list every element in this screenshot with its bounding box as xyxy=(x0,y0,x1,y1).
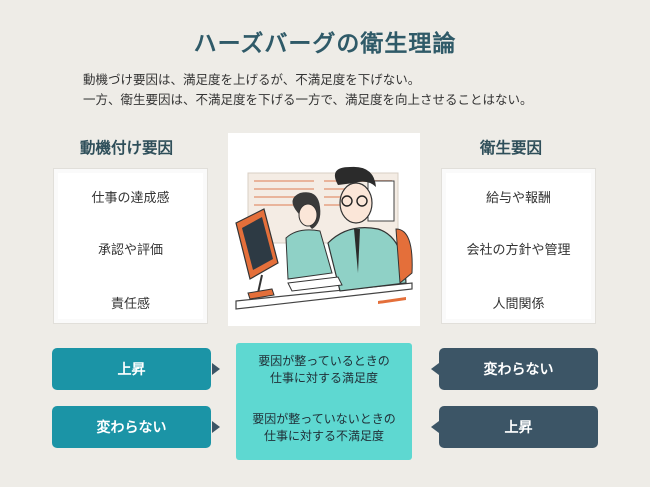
arrow-right-icon xyxy=(212,363,220,375)
intro-line-1: 動機づけ要因は、満足度を上げるが、不満足度を下げない。 xyxy=(83,72,421,87)
motivator-dissatisfaction-effect: 変わらない xyxy=(52,406,211,448)
motivator-satisfaction-effect: 上昇 xyxy=(52,348,211,390)
page-title: ハーズバーグの衛生理論 xyxy=(193,31,457,57)
intro-text: 動機づけ要因は、満足度を上げるが、不満足度を下げない。 一方、衛生要因は、不満足… xyxy=(83,70,533,110)
hygiene-satisfaction-effect: 変わらない xyxy=(439,348,598,390)
center-description-box: 要因が整っているときの 仕事に対する満足度 要因が整っていないときの 仕事に対す… xyxy=(236,343,412,460)
office-workers-illustration xyxy=(228,133,420,326)
satisfaction-label: 要因が整っているときの 仕事に対する満足度 xyxy=(236,353,412,387)
dissatisfaction-label-line-2: 仕事に対する不満足度 xyxy=(263,429,384,443)
motivator-item: 承認や評価 xyxy=(97,243,163,258)
hygiene-item: 給与や報酬 xyxy=(485,191,551,206)
hygiene-dissatisfaction-effect: 上昇 xyxy=(439,406,598,448)
office-workers-drawing xyxy=(235,166,413,310)
satisfaction-label-line-1: 要因が整っているときの xyxy=(258,354,390,368)
satisfaction-label-line-2: 仕事に対する満足度 xyxy=(269,371,378,385)
arrow-left-icon xyxy=(431,421,439,433)
hygiene-panel: 給与や報酬 会社の方針や管理 人間関係 xyxy=(441,168,596,324)
hygiene-heading: 衛生要因 xyxy=(480,139,543,157)
dissatisfaction-label-line-1: 要因が整っていないときの xyxy=(252,412,396,426)
dissatisfaction-label: 要因が整っていないときの 仕事に対する不満足度 xyxy=(236,411,412,445)
motivator-item: 責任感 xyxy=(110,297,150,312)
hygiene-item: 人間関係 xyxy=(492,297,545,312)
motivator-item: 仕事の達成感 xyxy=(91,191,170,206)
motivators-panel: 仕事の達成感 承認や評価 責任感 xyxy=(53,168,208,324)
arrow-left-icon xyxy=(431,363,439,375)
arrow-right-icon xyxy=(212,421,220,433)
hygiene-item: 会社の方針や管理 xyxy=(466,243,571,258)
intro-line-2: 一方、衛生要因は、不満足度を下げる一方で、満足度を向上させることはない。 xyxy=(83,92,533,107)
motivators-heading: 動機付け要因 xyxy=(80,139,174,157)
